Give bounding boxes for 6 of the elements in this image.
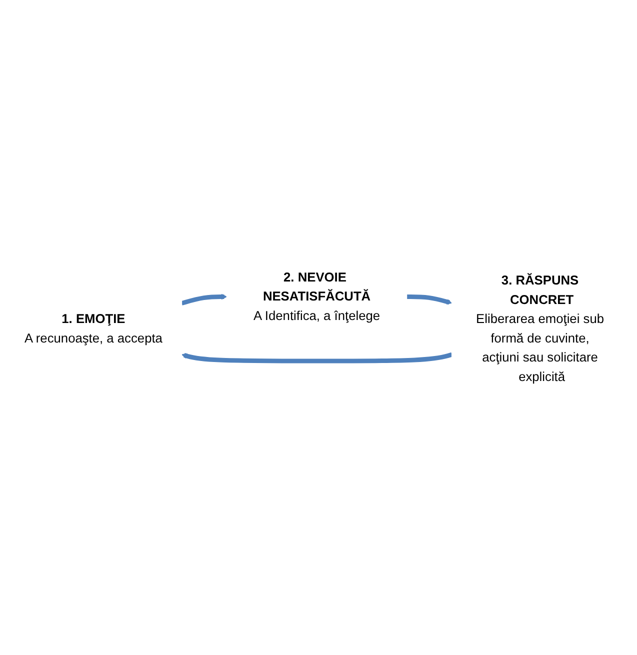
- arrow: [406, 294, 452, 305]
- node-text: 1. EMOŢIE A recunoaşte, a accepta: [24, 312, 162, 346]
- arrow: [181, 352, 452, 364]
- node-text: 3. RĂSPUNS CONCRET Eliberarea emoţiei sub formă de cuvinte, acţiuni sau solicitare explicită: [476, 274, 604, 384]
- node-text: 2. NEVOIE NESATISFĂCUTĂ A Identifica, a înţelege: [253, 270, 380, 324]
- arrow: [181, 294, 227, 306]
